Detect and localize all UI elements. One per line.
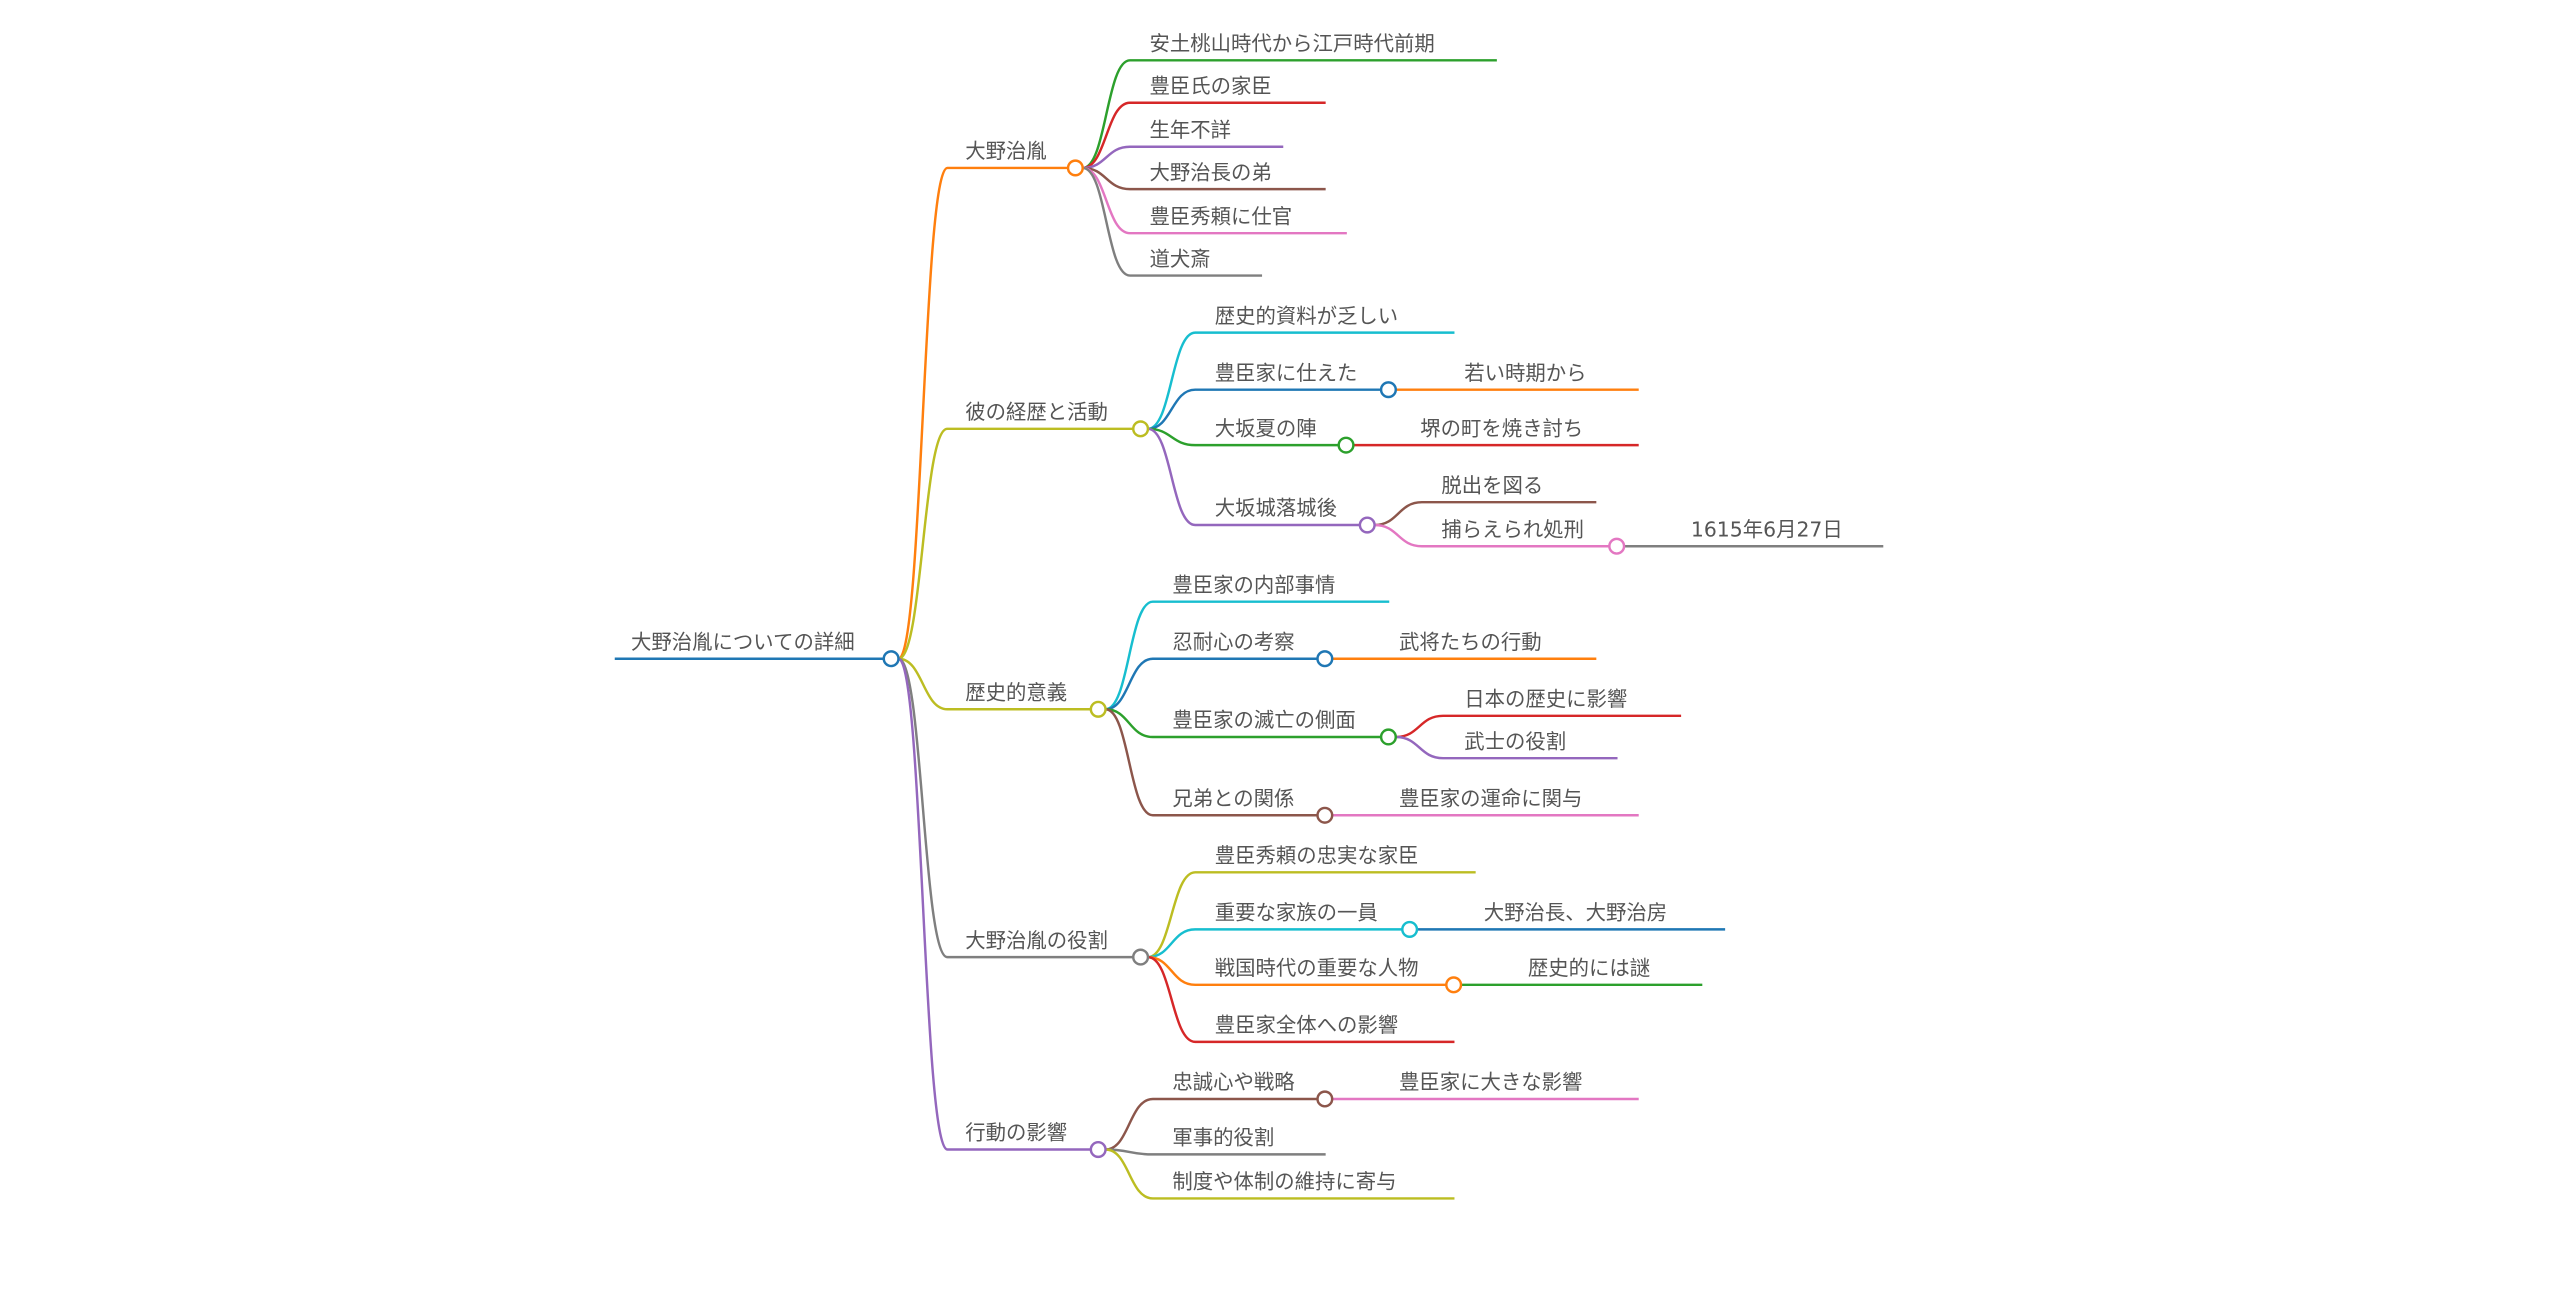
mindmap-edge [1395, 735, 1618, 760]
mindmap-node-label[interactable]: 生年不詳 [1150, 118, 1232, 142]
mindmap-node-label[interactable]: 安土桃山時代から江戸時代前期 [1150, 32, 1435, 56]
mindmap-edge [1147, 388, 1382, 431]
mindmap-node-label[interactable]: 制度や体制の維持に寄与 [1172, 1170, 1396, 1194]
collapse-toggle-icon[interactable] [882, 650, 900, 668]
collapse-toggle-icon[interactable] [1132, 948, 1150, 966]
collapse-toggle-icon[interactable] [1132, 420, 1150, 438]
collapse-toggle-icon[interactable] [1316, 1090, 1334, 1108]
mindmap-edge [1147, 427, 1360, 527]
mindmap-node-label[interactable]: 捕らえられ処刑 [1441, 517, 1584, 541]
collapse-toggle-icon[interactable] [1445, 976, 1463, 994]
mindmap-edge [1082, 145, 1284, 170]
mindmap-edge [1105, 708, 1318, 817]
mindmap-node-label[interactable]: 大野治胤 [965, 139, 1047, 163]
mindmap-node-label[interactable]: 大野治胤についての詳細 [631, 630, 855, 654]
mindmap-node-label[interactable]: 大野治長、大野治房 [1484, 901, 1667, 925]
mindmap-edge [1147, 955, 1447, 987]
mindmap-node-label[interactable]: 大野治胤の役割 [965, 928, 1108, 952]
mindmap-edge [1147, 928, 1403, 959]
mindmap-edge [1147, 331, 1455, 431]
collapse-toggle-icon[interactable] [1608, 537, 1626, 555]
collapse-toggle-icon[interactable] [1379, 728, 1397, 746]
mindmap-edge [1105, 600, 1390, 711]
mindmap-node-label[interactable]: 大坂城落城後 [1215, 496, 1337, 520]
mindmap-edge [1105, 1148, 1455, 1200]
mindmap-node-label[interactable]: 豊臣家全体への影響 [1215, 1013, 1398, 1037]
mindmap-node-label[interactable]: 忠誠心や戦略 [1172, 1070, 1295, 1094]
mindmap-edge [1105, 708, 1382, 739]
mindmap-node-label[interactable]: 豊臣家の運命に関与 [1399, 786, 1582, 810]
mindmap-edge [897, 657, 1134, 959]
collapse-toggle-icon[interactable] [1089, 700, 1107, 718]
mindmap-edge [1105, 1148, 1326, 1156]
mindmap-node-label[interactable]: 重要な家族の一員 [1215, 901, 1378, 925]
mindmap-node-label[interactable]: 豊臣家の滅亡の側面 [1172, 708, 1355, 732]
mindmap-edge [897, 166, 1069, 660]
mindmap-node-label[interactable]: 彼の経歴と活動 [965, 400, 1108, 424]
mindmap-node-label[interactable]: 若い時期から [1464, 361, 1586, 385]
mindmap-edge [1147, 955, 1455, 1044]
mindmap-nodes: 大野治胤についての詳細 大野治胤 安土桃山時代から江戸時代前期豊臣氏の家臣生年不詳大… [631, 32, 1843, 1194]
mindmap-node-label[interactable]: 道犬斎 [1150, 247, 1211, 271]
mindmap-edge [1374, 500, 1597, 527]
mindmap-edge [1147, 871, 1476, 959]
mindmap-node-label[interactable]: 豊臣氏の家臣 [1150, 74, 1272, 98]
mindmap-edge [1374, 523, 1610, 548]
collapse-toggle-icon[interactable] [1337, 436, 1355, 454]
collapse-toggle-icon[interactable] [1316, 806, 1334, 824]
collapse-toggle-icon[interactable] [1089, 1140, 1107, 1159]
mindmap-node-label[interactable]: 豊臣家に仕えた [1215, 361, 1358, 385]
mindmap-edge [898, 657, 1091, 711]
mindmap-node-label[interactable]: 大野治長の弟 [1150, 160, 1272, 184]
collapse-toggle-icon[interactable] [1316, 650, 1334, 668]
mindmap-node-label[interactable]: 1615年6月27日 [1691, 517, 1843, 541]
mindmap-node-label[interactable]: 堺の町を焼き討ち [1420, 416, 1583, 440]
mindmap-node-label[interactable]: 武士の役割 [1464, 729, 1566, 753]
mindmap-node-label[interactable]: 行動の影響 [965, 1121, 1067, 1145]
mindmap-edge [1082, 166, 1326, 191]
collapse-toggle-icon[interactable] [1066, 159, 1084, 177]
mindmap-node-label[interactable]: 豊臣家に大きな影響 [1399, 1070, 1582, 1094]
mindmap-node-label[interactable]: 軍事的役割 [1172, 1126, 1274, 1150]
mindmap-edge [897, 657, 1091, 1151]
mindmap-edge [1395, 714, 1682, 739]
mindmap-node-label[interactable]: 脱出を図る [1441, 473, 1543, 497]
mindmap-edge [1082, 166, 1263, 277]
mindmap-node-label[interactable]: 豊臣秀頼に仕官 [1150, 204, 1293, 228]
collapse-toggle-icon[interactable] [1379, 381, 1397, 399]
mindmap-node-label[interactable]: 歴史的意義 [965, 680, 1067, 704]
mindmap-edge [1105, 657, 1318, 711]
collapse-toggle-icon[interactable] [1401, 920, 1419, 938]
mindmap-node-label[interactable]: 歴史的には謎 [1528, 956, 1650, 980]
mindmap-node-label[interactable]: 戦国時代の重要な人物 [1215, 956, 1419, 980]
mindmap-edge [1082, 59, 1497, 170]
mindmap-node-label[interactable]: 歴史的資料が乏しい [1215, 304, 1398, 328]
mindmap-edge [1147, 427, 1339, 447]
mindmap-edge [1105, 1097, 1318, 1151]
mindmap-node-label[interactable]: 忍耐心の考察 [1172, 630, 1294, 654]
mindmap-node-label[interactable]: 大坂夏の陣 [1215, 416, 1317, 440]
mindmap-edge [1082, 101, 1326, 170]
collapse-toggle-icon[interactable] [1358, 516, 1376, 534]
mindmap-node-label[interactable]: 豊臣秀頼の忠実な家臣 [1215, 844, 1419, 868]
mindmap-node-label[interactable]: 豊臣家の内部事情 [1172, 573, 1335, 597]
mindmap-edge [897, 427, 1134, 660]
mindmap-node-label[interactable]: 日本の歴史に影響 [1464, 687, 1627, 711]
mindmap-node-label[interactable]: 兄弟との関係 [1172, 786, 1294, 810]
mindmap-node-label[interactable]: 武将たちの行動 [1399, 630, 1542, 654]
